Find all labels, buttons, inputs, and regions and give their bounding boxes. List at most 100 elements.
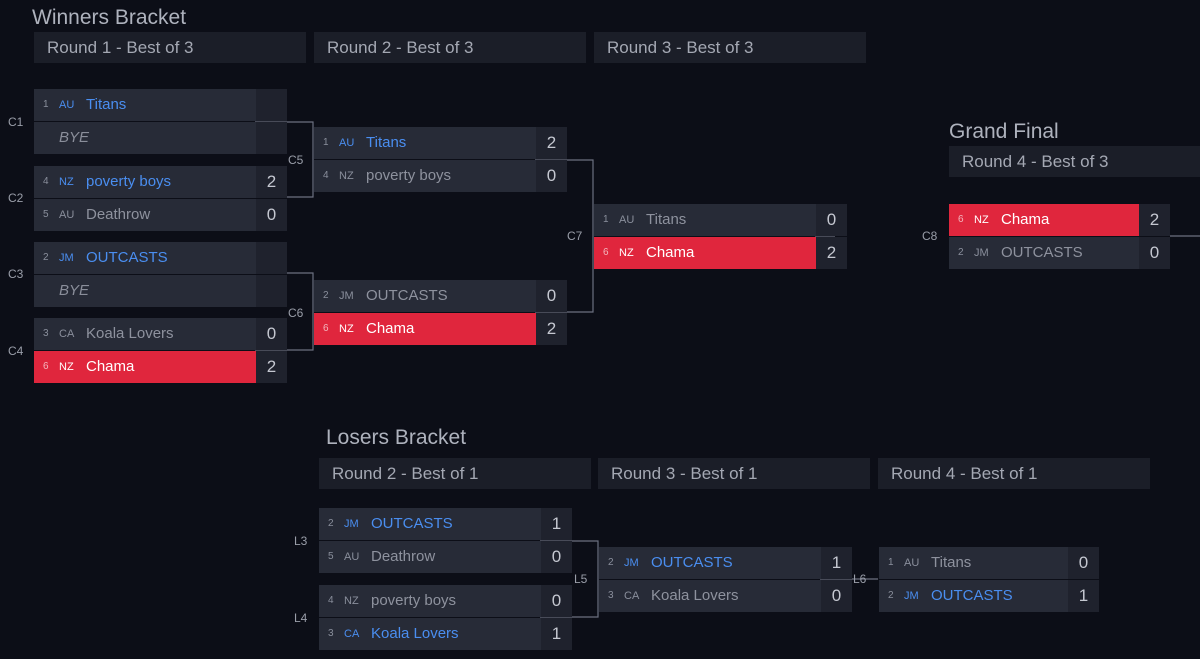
match-c6[interactable]: 2 JM OUTCASTS 0 6 NZ Chama 2	[314, 280, 567, 346]
match-label-c6: C6	[288, 306, 304, 320]
seed-number: 5	[328, 551, 334, 562]
team-name[interactable]: poverty boys	[366, 167, 452, 184]
seed-number: 4	[43, 176, 49, 187]
team-name[interactable]: Deathrow	[371, 548, 436, 565]
team-name[interactable]: Chama	[646, 244, 695, 261]
country-code: NZ	[59, 361, 74, 373]
seed-number: 1	[323, 137, 329, 148]
winners-round-2-header: Round 2 - Best of 3	[314, 32, 586, 63]
team-score: 0	[1068, 547, 1099, 579]
country-code: CA	[624, 590, 640, 602]
team-row[interactable]: 2 JM OUTCASTS	[34, 242, 287, 274]
winners-bracket-title: Winners Bracket	[32, 6, 187, 29]
team-row[interactable]: 6 NZ Chama 2	[314, 313, 567, 345]
team-score: 1	[541, 618, 572, 650]
team-name[interactable]: Chama	[86, 358, 135, 375]
team-row[interactable]: 6 NZ Chama 2	[949, 204, 1170, 236]
losers-round-4-header: Round 4 - Best of 1	[878, 458, 1150, 489]
seed-number: 3	[608, 590, 614, 601]
match-label-c2: C2	[8, 191, 24, 205]
team-row[interactable]: 5 AU Deathrow 0	[319, 541, 572, 573]
team-name[interactable]: Chama	[1001, 211, 1050, 228]
team-row[interactable]: 4 NZ poverty boys 0	[319, 585, 572, 617]
country-code: JM	[624, 557, 639, 569]
match-c3[interactable]: 2 JM OUTCASTS BYE	[34, 242, 287, 308]
team-score: 1	[821, 547, 852, 579]
team-name[interactable]: Koala Lovers	[86, 325, 174, 342]
match-c8[interactable]: 6 NZ Chama 2 2 JM OUTCASTS 0	[949, 204, 1170, 270]
losers-bracket-title: Losers Bracket	[326, 426, 467, 449]
team-score: 2	[536, 127, 567, 159]
seed-number: 1	[43, 99, 49, 110]
team-name[interactable]: Deathrow	[86, 206, 151, 223]
team-name[interactable]: Chama	[366, 320, 415, 337]
team-score	[256, 275, 287, 307]
team-name[interactable]: Titans	[366, 134, 407, 151]
team-row[interactable]: 1 AU Titans 2	[314, 127, 567, 159]
team-score: 2	[256, 166, 287, 198]
team-row[interactable]: 3 CA Koala Lovers 0	[599, 580, 852, 612]
team-name[interactable]: Koala Lovers	[651, 587, 739, 604]
team-name[interactable]: poverty boys	[371, 592, 457, 609]
match-l3[interactable]: 2 JM OUTCASTS 1 5 AU Deathrow 0	[319, 508, 572, 574]
team-row[interactable]: 5 AU Deathrow 0	[34, 199, 287, 231]
team-name[interactable]: OUTCASTS	[1001, 244, 1083, 261]
team-row[interactable]: 2 JM OUTCASTS 1	[879, 580, 1099, 612]
match-c5[interactable]: 1 AU Titans 2 4 NZ poverty boys 0	[314, 127, 567, 193]
seed-number: 1	[603, 214, 609, 225]
team-score: 0	[256, 318, 287, 350]
match-l6[interactable]: 1 AU Titans 0 2 JM OUTCASTS 1	[879, 547, 1099, 613]
team-score: 0	[536, 280, 567, 312]
country-code: AU	[619, 214, 635, 226]
team-name[interactable]: poverty boys	[86, 173, 172, 190]
team-name[interactable]: OUTCASTS	[86, 249, 168, 266]
team-score: 2	[1139, 204, 1170, 236]
losers-round-3-header: Round 3 - Best of 1	[598, 458, 870, 489]
match-c1[interactable]: 1 AU Titans BYE	[34, 89, 287, 155]
team-row[interactable]: 2 JM OUTCASTS 1	[599, 547, 852, 579]
country-code: NZ	[339, 170, 354, 182]
team-name[interactable]: Titans	[646, 211, 687, 228]
team-row[interactable]: 1 AU Titans	[34, 89, 287, 121]
team-name[interactable]: Titans	[931, 554, 972, 571]
seed-number: 2	[888, 590, 894, 601]
match-l4[interactable]: 4 NZ poverty boys 0 3 CA Koala Lovers 1	[319, 585, 572, 651]
team-score: 0	[1139, 237, 1170, 269]
team-name[interactable]: Titans	[86, 96, 127, 113]
seed-number: 2	[958, 247, 964, 258]
seed-number: 2	[328, 518, 334, 529]
team-row[interactable]: 6 NZ Chama 2	[594, 237, 847, 269]
country-code: NZ	[619, 247, 634, 259]
match-c2[interactable]: 4 NZ poverty boys 2 5 AU Deathrow 0	[34, 166, 287, 232]
team-name[interactable]: OUTCASTS	[371, 515, 453, 532]
team-row[interactable]: 1 AU Titans 0	[594, 204, 847, 236]
team-name[interactable]: Koala Lovers	[371, 625, 459, 642]
match-c7[interactable]: 1 AU Titans 0 6 NZ Chama 2	[594, 204, 847, 270]
country-code: AU	[59, 209, 75, 221]
match-c4[interactable]: 3 CA Koala Lovers 0 6 NZ Chama 2	[34, 318, 287, 384]
team-row[interactable]: 4 NZ poverty boys 2	[34, 166, 287, 198]
team-row[interactable]: 4 NZ poverty boys 0	[314, 160, 567, 192]
country-code: AU	[339, 137, 355, 149]
team-row[interactable]: 2 JM OUTCASTS 0	[949, 237, 1170, 269]
team-row[interactable]: 2 JM OUTCASTS 1	[319, 508, 572, 540]
team-score: 0	[821, 580, 852, 612]
team-score: 1	[1068, 580, 1099, 612]
team-row[interactable]: 3 CA Koala Lovers 0	[34, 318, 287, 350]
winners-round-1-header: Round 1 - Best of 3	[34, 32, 306, 63]
seed-number: 3	[43, 328, 49, 339]
team-name[interactable]: OUTCASTS	[651, 554, 733, 571]
team-row[interactable]: 1 AU Titans 0	[879, 547, 1099, 579]
match-l5[interactable]: 2 JM OUTCASTS 1 3 CA Koala Lovers 0	[599, 547, 852, 613]
team-row[interactable]: 3 CA Koala Lovers 1	[319, 618, 572, 650]
team-name[interactable]: OUTCASTS	[366, 287, 448, 304]
team-name[interactable]: OUTCASTS	[931, 587, 1013, 604]
grand-final-round-header: Round 4 - Best of 3	[949, 146, 1200, 177]
match-label-c8: C8	[922, 229, 938, 243]
seed-number: 2	[608, 557, 614, 568]
seed-number: 6	[603, 247, 609, 258]
team-row: BYE	[34, 275, 287, 307]
team-row[interactable]: 6 NZ Chama 2	[34, 351, 287, 383]
team-row: BYE	[34, 122, 287, 154]
team-row[interactable]: 2 JM OUTCASTS 0	[314, 280, 567, 312]
